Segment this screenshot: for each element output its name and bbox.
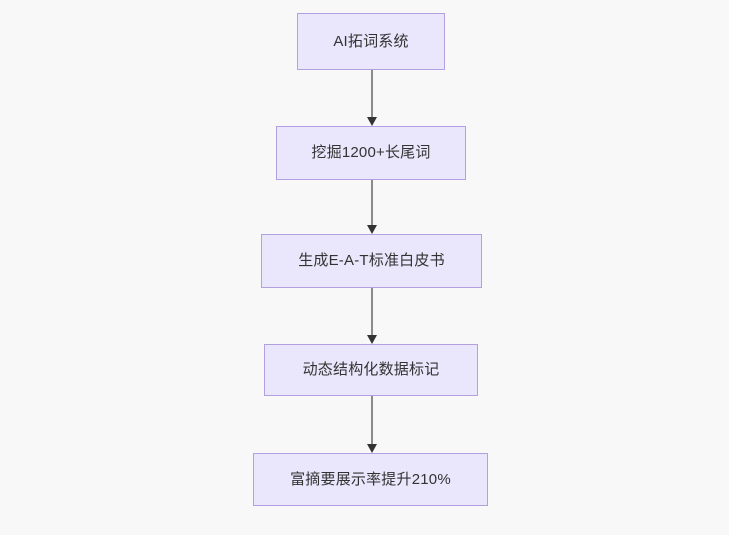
edge-line: [371, 396, 373, 445]
flow-node-1[interactable]: AI拓词系统: [297, 13, 445, 70]
flow-edge-4: [367, 396, 377, 453]
flow-node-3[interactable]: 生成E-A-T标准白皮书: [261, 234, 482, 288]
flow-node-label: AI拓词系统: [333, 32, 409, 50]
flow-edge-1: [367, 70, 377, 126]
flow-node-label: 富摘要展示率提升210%: [290, 470, 451, 488]
flow-node-5[interactable]: 富摘要展示率提升210%: [253, 453, 488, 506]
flow-node-label: 动态结构化数据标记: [302, 361, 440, 378]
flow-node-4[interactable]: 动态结构化数据标记: [264, 344, 478, 396]
arrowhead-icon: [367, 444, 377, 453]
flow-edge-3: [367, 288, 377, 344]
arrowhead-icon: [367, 335, 377, 344]
arrowhead-icon: [367, 117, 377, 126]
flow-node-label: 挖掘1200+长尾词: [311, 144, 431, 161]
flow-edge-2: [367, 180, 377, 234]
arrowhead-icon: [367, 225, 377, 234]
flow-node-2[interactable]: 挖掘1200+长尾词: [276, 126, 466, 180]
flow-node-label: 生成E-A-T标准白皮书: [298, 252, 445, 269]
edge-line: [371, 180, 373, 226]
edge-line: [371, 70, 373, 118]
edge-line: [371, 288, 373, 336]
